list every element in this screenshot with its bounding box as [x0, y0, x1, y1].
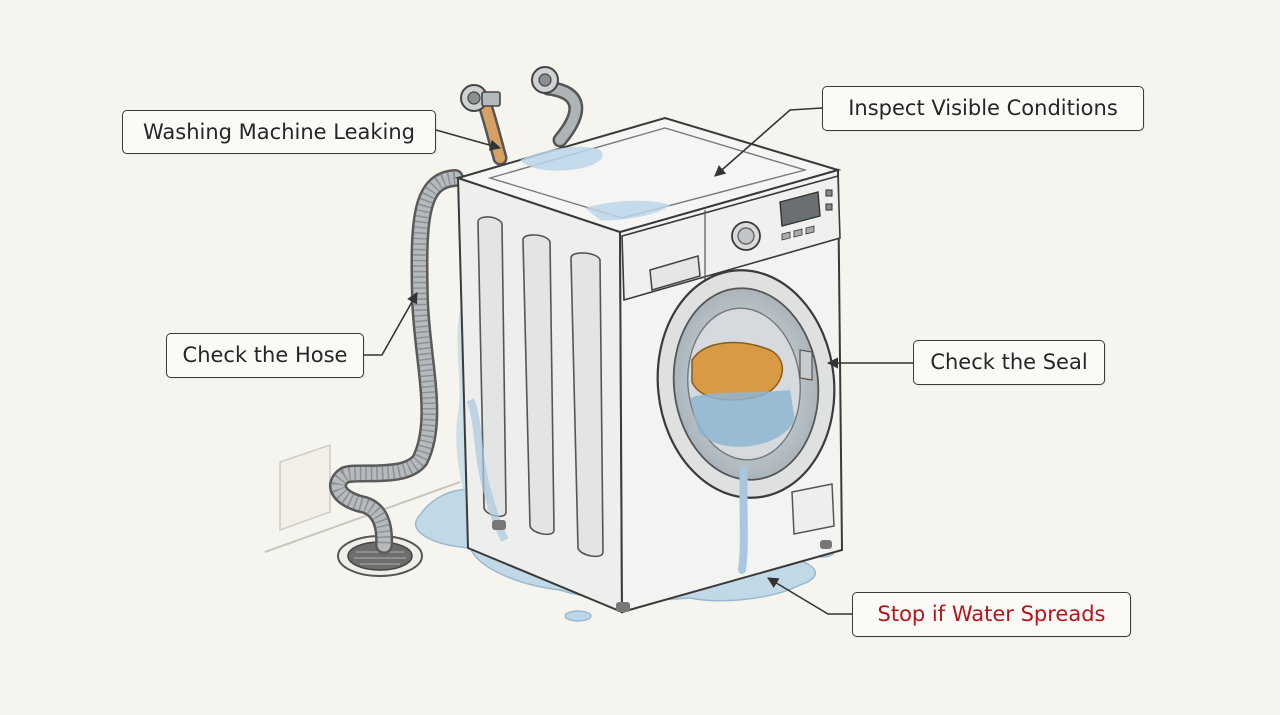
wall-baseboard [264, 443, 461, 553]
drain-hose [329, 169, 464, 554]
floor-drain [337, 535, 423, 577]
machine-door [656, 269, 836, 574]
stop-callout: Stop if Water Spreads [852, 592, 1131, 637]
title-callout: Washing Machine Leaking [122, 110, 436, 154]
leader-lines [364, 107, 913, 615]
leader-title [435, 129, 502, 151]
seal-callout: Check the Seal [913, 340, 1105, 385]
hose-callout: Check the Hose [166, 333, 364, 378]
inspect-callout: Inspect Visible Conditions [822, 86, 1144, 131]
control-panel [621, 174, 841, 302]
leader-inspect [714, 107, 823, 177]
leader-stop [767, 577, 852, 615]
leader-hose [364, 292, 418, 356]
inlet-hoses [460, 66, 584, 166]
